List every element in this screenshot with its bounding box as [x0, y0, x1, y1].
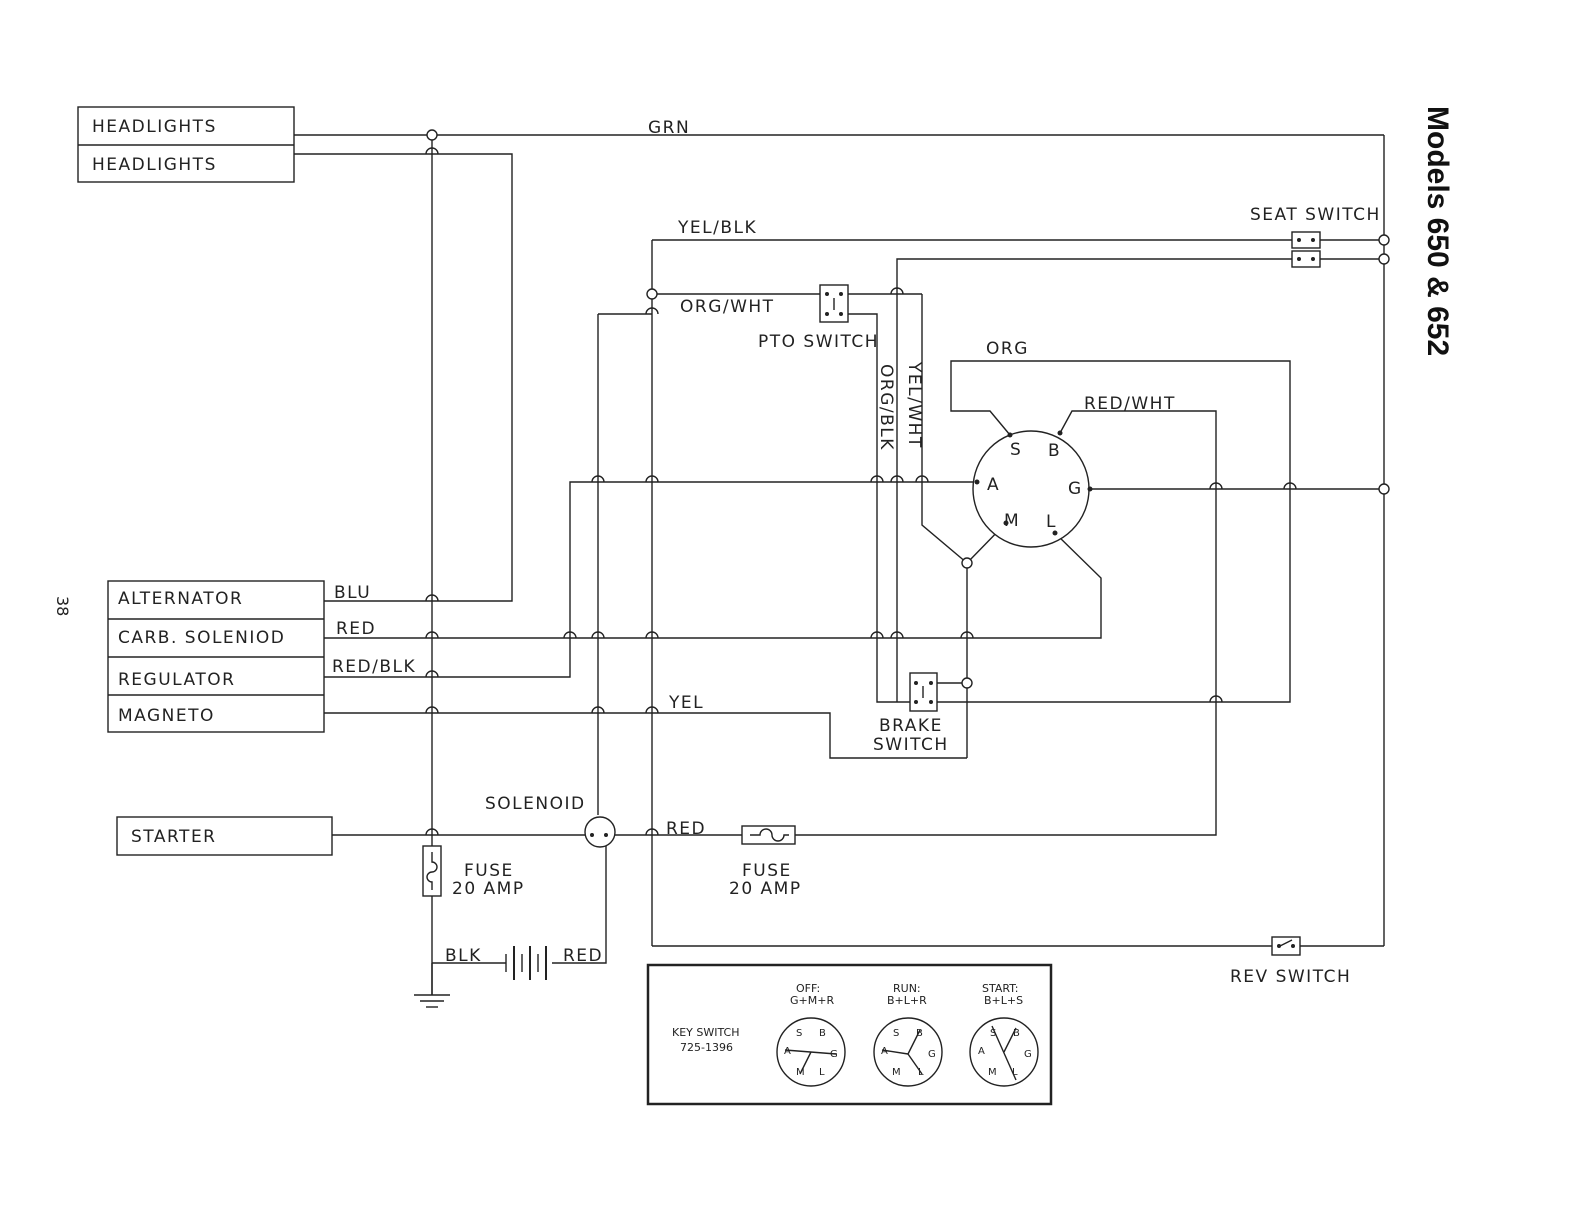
crossover-hops [425, 147, 1297, 836]
fuse-right-label-1: FUSE [742, 861, 792, 881]
pto-switch: PTO SWITCH [758, 284, 879, 352]
wire-label-blu: BLU [334, 583, 371, 603]
position-off-combo: G+M+R [790, 994, 834, 1007]
key-switch-panel-label: KEY SWITCH [672, 1026, 740, 1039]
solenoid-label: SOLENOID [485, 794, 586, 814]
svg-text:A: A [978, 1046, 985, 1057]
svg-text:M: M [796, 1067, 805, 1078]
wire-label-org-blk: ORG/BLK [876, 364, 896, 451]
wire-label-org-wht: ORG/WHT [680, 297, 775, 317]
svg-text:L: L [1012, 1067, 1018, 1078]
terminal-g: G [1068, 479, 1083, 499]
svg-text:S: S [893, 1028, 899, 1039]
fuse-right-label-2: 20 AMP [729, 879, 802, 899]
headlights-label-2: HEADLIGHTS [92, 155, 217, 175]
svg-text:A: A [784, 1046, 791, 1057]
wire-label-red-battery: RED [563, 946, 603, 966]
magneto-label: MAGNETO [118, 706, 215, 726]
fuse-left-label-2: 20 AMP [452, 879, 525, 899]
wire-label-grn: GRN [648, 118, 690, 138]
key-switch-part-number: 725-1396 [680, 1041, 733, 1054]
svg-text:L: L [819, 1067, 825, 1078]
starter-box: STARTER [116, 816, 333, 856]
svg-text:B: B [819, 1028, 826, 1039]
wires [294, 134, 1385, 995]
svg-text:L: L [918, 1067, 924, 1078]
wire-label-yel-blk: YEL/BLK [677, 218, 757, 238]
brake-switch-label-1: BRAKE [879, 716, 943, 736]
fuse-left: FUSE 20 AMP [422, 845, 525, 899]
svg-text:S: S [990, 1028, 996, 1039]
terminal-b: B [1048, 441, 1061, 461]
key-switch-main: S B A G M L [972, 430, 1093, 548]
headlights-box: HEADLIGHTS HEADLIGHTS [77, 106, 295, 183]
ground-symbol [414, 963, 450, 1008]
page-title: Models 650 & 652 [1421, 106, 1454, 356]
pto-switch-label: PTO SWITCH [758, 332, 879, 352]
fuse-left-label-1: FUSE [464, 861, 514, 881]
battery [505, 946, 547, 980]
terminal-m: M [1004, 511, 1020, 531]
regulator-label: REGULATOR [118, 670, 235, 690]
wire-label-org: ORG [986, 339, 1029, 359]
svg-text:G: G [830, 1049, 838, 1060]
wire-label-red: RED [336, 619, 376, 639]
position-start-diagram: S B A G M L [969, 1017, 1039, 1087]
seat-switch-label: SEAT SWITCH [1250, 205, 1381, 225]
headlights-label-1: HEADLIGHTS [92, 117, 217, 137]
terminal-s: S [1010, 440, 1022, 460]
wire-label-yel-wht: YEL/WHT [904, 361, 924, 449]
svg-text:A: A [881, 1046, 888, 1057]
wire-label-red-blk: RED/BLK [332, 657, 416, 677]
svg-text:B: B [1013, 1028, 1020, 1039]
wire-label-red-wht: RED/WHT [1084, 394, 1176, 414]
rev-switch: REV SWITCH [1230, 936, 1351, 987]
brake-switch-label-2: SWITCH [873, 735, 949, 755]
position-off-name: OFF: [796, 982, 820, 995]
position-run-name: RUN: [893, 982, 921, 995]
svg-text:B: B [916, 1028, 923, 1039]
position-start-name: START: [982, 982, 1018, 995]
alternator-label: ALTERNATOR [118, 589, 243, 609]
engine-components-box: ALTERNATOR CARB. SOLENIOD REGULATOR MAGN… [107, 580, 325, 733]
position-off-diagram: S B A G M L [776, 1017, 846, 1087]
wire-label-yel: YEL [668, 693, 704, 713]
starter-label: STARTER [131, 827, 217, 847]
svg-text:G: G [928, 1049, 936, 1060]
solenoid: SOLENOID [485, 794, 616, 848]
page-number: 38 [53, 596, 72, 616]
position-start-combo: B+L+S [984, 994, 1023, 1007]
wire-label-blk: BLK [445, 946, 482, 966]
brake-switch: BRAKE SWITCH [873, 672, 949, 755]
rev-switch-label: REV SWITCH [1230, 967, 1351, 987]
svg-text:S: S [796, 1028, 802, 1039]
terminal-a: A [987, 475, 1000, 495]
fuse-right: FUSE 20 AMP [729, 825, 802, 899]
svg-text:G: G [1024, 1049, 1032, 1060]
svg-text:M: M [988, 1067, 997, 1078]
svg-text:M: M [892, 1067, 901, 1078]
wire-labels: GRN YEL/BLK ORG/WHT ORG RED/WHT ORG/BLK … [332, 118, 1176, 966]
carb-solenoid-label: CARB. SOLENIOD [118, 628, 285, 648]
seat-switch: SEAT SWITCH [1250, 205, 1381, 268]
position-run-combo: B+L+R [887, 994, 927, 1007]
position-run-diagram: S B A G M L [873, 1017, 943, 1087]
terminal-l: L [1046, 512, 1057, 532]
wire-label-red-starter: RED [666, 819, 706, 839]
junction-nodes [426, 129, 1390, 689]
